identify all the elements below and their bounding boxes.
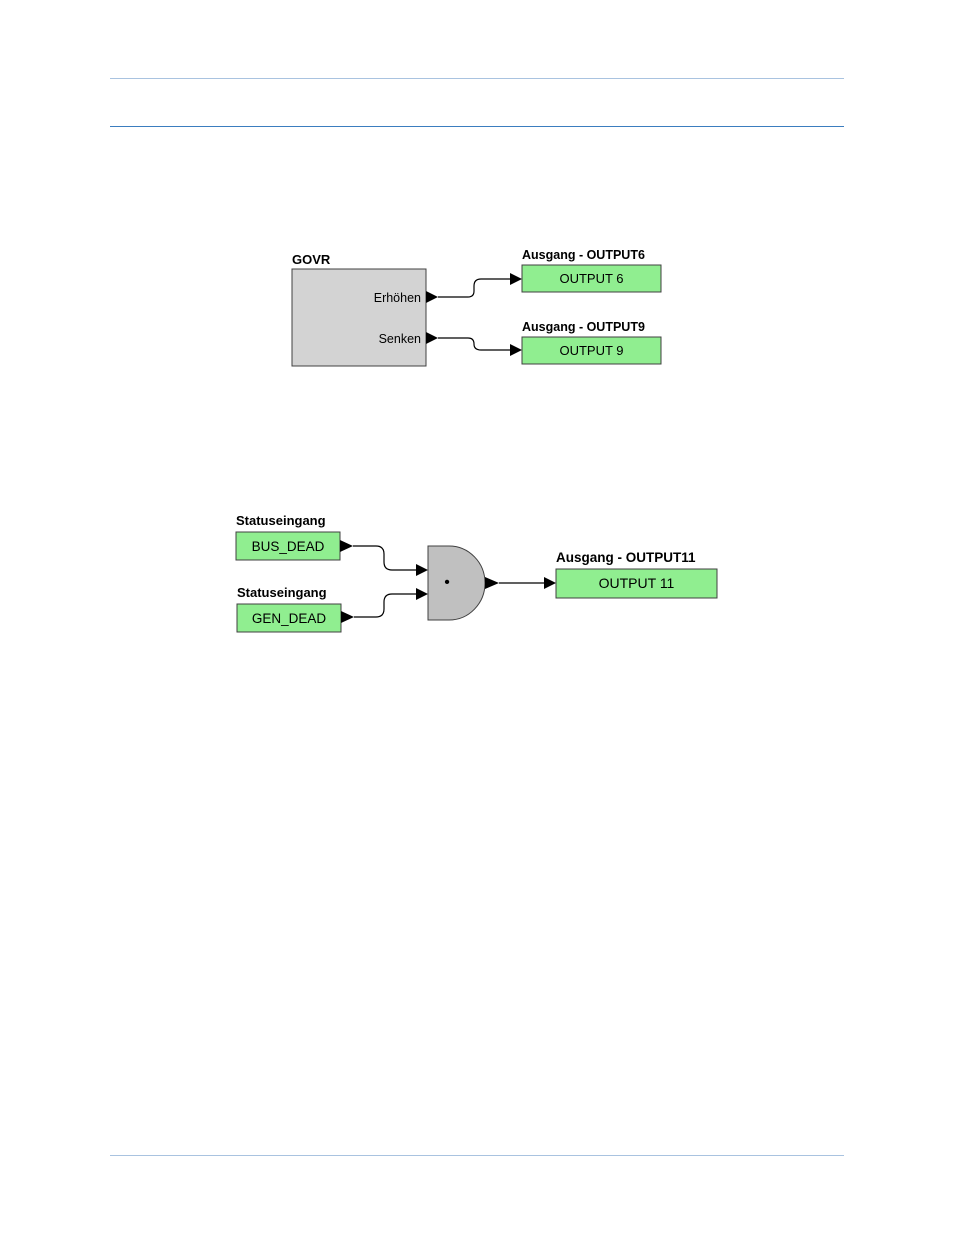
govr-diagram: GOVR Erhöhen Senken Ausgang - OUTPUT6 OU… (291, 248, 662, 367)
bus-dead-output-arrow (340, 540, 353, 552)
gen-dead-label: GEN_DEAD (252, 611, 327, 626)
output11-label: OUTPUT 11 (599, 575, 675, 591)
output9-label: OUTPUT 9 (559, 343, 623, 358)
output11-caption: Ausgang - OUTPUT11 (556, 550, 696, 565)
and-gate-diagram: Statuseingang BUS_DEAD Statuseingang GEN… (235, 513, 718, 633)
wire-lower-to-output9 (438, 337, 510, 351)
gen-dead-output-arrow (341, 611, 354, 623)
bus-dead-label: BUS_DEAD (252, 539, 325, 554)
output6-box[interactable] (521, 264, 662, 293)
header-rule-bottom (110, 126, 844, 127)
output6-input-arrow (510, 273, 522, 285)
govr-port-raise-label: Erhöhen (374, 291, 421, 305)
wire-bus-dead-to-gate (353, 545, 416, 571)
output6-label: OUTPUT 6 (559, 271, 623, 286)
wire-gen-dead-to-gate (354, 593, 416, 618)
govr-block[interactable] (291, 268, 427, 367)
gen-dead-caption: Statuseingang (237, 585, 327, 600)
gate-output-arrow (485, 577, 499, 589)
output9-input-arrow (510, 344, 522, 356)
gate-input-a-arrow (416, 564, 428, 576)
bus-dead-caption: Statuseingang (236, 513, 326, 528)
govr-port-raise-arrow (426, 291, 438, 303)
output9-caption: Ausgang - OUTPUT9 (522, 320, 645, 334)
wire-raise-to-output6 (438, 278, 510, 298)
output9-box[interactable] (521, 336, 662, 365)
header-rule-top (110, 78, 844, 79)
and-gate-symbol: • (444, 574, 450, 591)
footer-rule (110, 1155, 844, 1156)
govr-port-lower-arrow (426, 332, 438, 344)
govr-port-lower-label: Senken (379, 332, 421, 346)
and-gate-icon[interactable] (427, 545, 486, 621)
output11-box[interactable] (555, 568, 718, 599)
gate-input-b-arrow (416, 588, 428, 600)
govr-title: GOVR (292, 252, 331, 267)
bus-dead-box[interactable] (235, 531, 341, 561)
output11-input-arrow (544, 577, 556, 589)
output6-caption: Ausgang - OUTPUT6 (522, 248, 645, 262)
